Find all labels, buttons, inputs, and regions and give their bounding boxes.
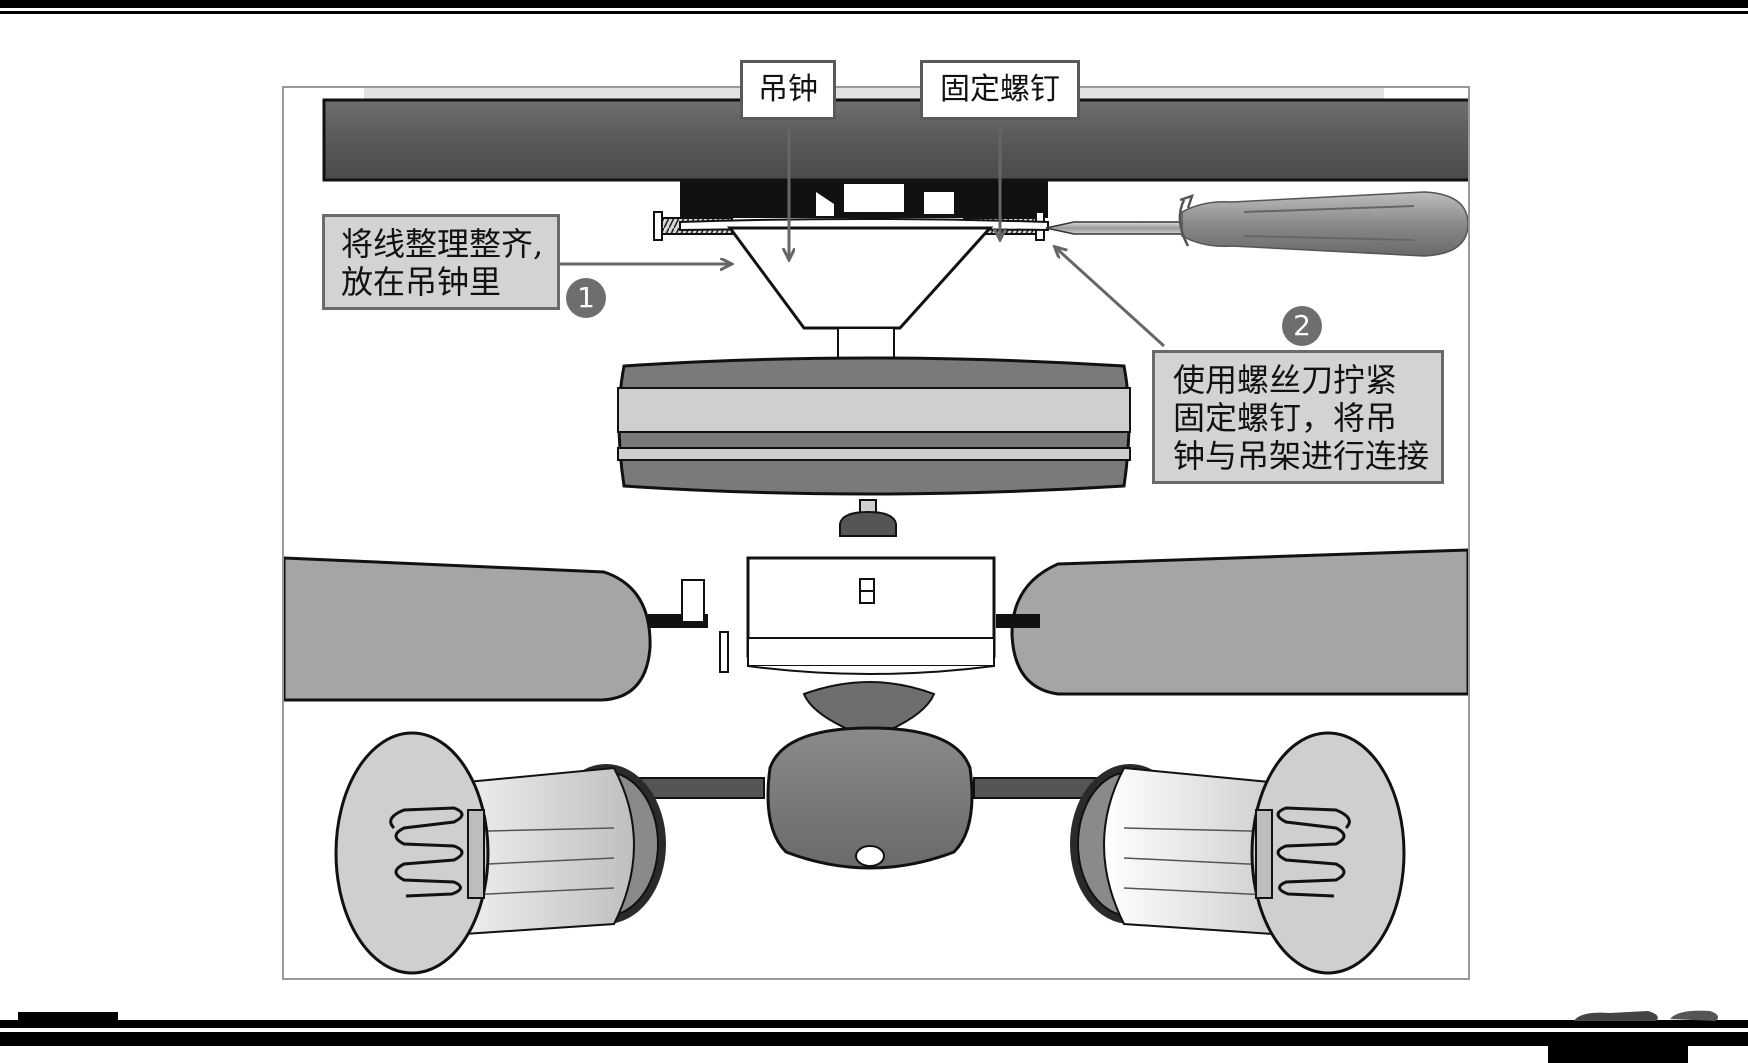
bracket-tab [816,192,834,216]
bottom-rule-thick [0,1020,1748,1028]
light-kit-cap [855,845,885,867]
step1-note: 将线整理整齐, 放在吊钟里 [322,214,560,310]
blade-bracket [681,579,705,623]
ceiling-fan-diagram [284,88,1468,975]
bottom-right-mark [1548,1046,1688,1063]
canopy-label: 吊钟 [740,60,836,120]
motor-band-2 [617,447,1131,461]
left-bulb-coil [389,806,464,898]
bottom-rule-thin [0,1032,1748,1046]
step1-badge: 1 [566,278,606,318]
left-blade [284,556,652,702]
switch-housing-band [747,637,995,667]
light-kit-body [766,726,974,870]
bottom-left-mark [18,1012,118,1020]
step2-line-2: 固定螺钉，将吊 [1173,399,1398,437]
ceiling-board [322,98,1468,182]
canopy [727,226,994,330]
light-kit-top [802,681,936,740]
step2-badge: 2 [1282,306,1322,346]
right-bulb-coil [1276,806,1351,898]
fixing-screw-label: 固定螺钉 [920,60,1080,120]
step1-line-2: 放在吊钟里 [341,263,502,301]
right-blade [1010,548,1468,696]
page-corner-ornament [1574,1010,1718,1021]
motor-band [617,387,1131,433]
left-lamp [334,731,666,975]
right-blade-iron [996,614,1040,628]
arrow-step2 [1056,248,1166,348]
illustration-frame [282,86,1470,980]
step1-line-1: 将线整理整齐, [341,225,544,263]
pull-pin [719,631,729,673]
screwdriver-icon [1045,191,1468,257]
switch-housing-bottom [747,665,995,675]
right-lamp [1070,731,1406,975]
light-arm-left [633,777,765,799]
step2-line-3: 钟与吊架进行连接 [1173,437,1430,475]
bracket-block [844,184,904,212]
top-rule-thin [0,11,1748,14]
rotate-arrow-icon [1178,194,1194,247]
bracket-window [924,192,954,214]
step2-note: 使用螺丝刀拧紧 固定螺钉，将吊 钟与吊架进行连接 [1152,350,1444,484]
left-screw-head [653,211,663,241]
bracket-slot [904,192,924,210]
top-rule-thick [0,0,1748,8]
motor-coupler [839,510,897,537]
step2-line-1: 使用螺丝刀拧紧 [1173,361,1398,399]
